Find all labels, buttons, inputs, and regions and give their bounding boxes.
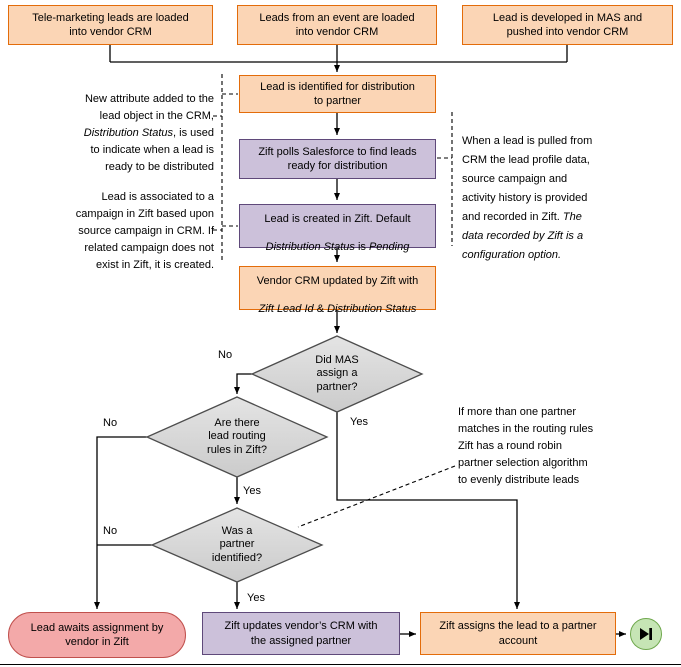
mas-no-label: No	[218, 349, 233, 361]
note-left1-part1: New attribute added to the lead object i…	[84, 93, 214, 122]
note-round-robin: If more than one partner matches in the …	[458, 406, 594, 486]
note-distribution-status: New attribute added to the lead object i…	[28, 74, 214, 176]
arrow-mas-yes-to-assign	[336, 412, 520, 609]
vendor-crm-updated-italic1: Zift Lead Id	[258, 303, 314, 316]
decision-routing-label: Are there lead routing rules in Zift?	[207, 416, 267, 456]
vendor-crm-updated-mid: &	[313, 303, 328, 316]
zift-polls-box: Zift polls Salesforce to find leads read…	[239, 139, 436, 179]
arrow-mas-no-to-routing	[234, 373, 252, 394]
note-right1-part1: When a lead is pulled from CRM the lead …	[462, 135, 593, 223]
decision-identified-diamond	[150, 507, 324, 583]
arrow-routing-no-to-await	[94, 436, 147, 609]
mas-yes-label: Yes	[350, 416, 368, 428]
note-campaign-association: Lead is associated to a campaign in Zift…	[75, 191, 214, 271]
decision-diamonds	[145, 335, 424, 583]
identify-lead-box: Lead is identified for distribution to p…	[239, 75, 436, 113]
decision-routing-diamond	[145, 396, 329, 478]
routing-yes-label: Yes	[243, 485, 261, 497]
note-lead-profile: When a lead is pulled from CRM the lead …	[462, 113, 654, 265]
vendor-crm-updated-line1: Vendor CRM updated by Zift with	[256, 274, 419, 287]
assign-partner-box: Zift assigns the lead to a partner accou…	[420, 612, 616, 655]
lead-created-line1: Lead is created in Zift. Default	[264, 212, 411, 225]
note-right1-italic: The data recorded by Zift is a configura…	[462, 211, 584, 261]
decision-mas-diamond	[250, 335, 424, 413]
solid-connectors	[94, 45, 626, 637]
identified-yes-label: Yes	[247, 592, 265, 604]
lead-created-mid: is	[354, 241, 369, 254]
note-left1-italic: Distribution Status	[83, 127, 174, 139]
note-left1-part2: , is used to indicate when a lead is rea…	[90, 127, 214, 173]
dashed-to-identified-diamond	[297, 465, 456, 528]
await-assignment-shape: Lead awaits assignment by vendor in Zift	[8, 612, 186, 658]
vendor-crm-updated-italic2: Distribution Status	[327, 303, 417, 316]
decision-identified-label: Was a partner identified?	[211, 524, 263, 564]
annotation-connectors	[213, 74, 456, 528]
lead-created-italic1: Distribution Status	[265, 241, 355, 254]
decision-mas-label: Did MAS assign a partner?	[315, 353, 359, 393]
lead-created-italic2: Pending	[368, 241, 410, 254]
identified-no-label: No	[103, 525, 118, 537]
vendor-crm-updated-text: Vendor CRM updated by Zift with Zift Lea…	[242, 260, 433, 316]
lead-created-text: Lead is created in Zift. Default Distrib…	[242, 198, 433, 254]
source-mas-box: Lead is developed in MAS and pushed into…	[462, 5, 673, 45]
vendor-crm-updated-box: Vendor CRM updated by Zift with Zift Lea…	[239, 266, 436, 315]
skip-end-icon	[640, 628, 652, 640]
end-terminator	[630, 618, 662, 650]
update-crm-box: Zift updates vendor’s CRM with the assig…	[202, 612, 400, 655]
source-event-box: Leads from an event are loaded into vend…	[237, 5, 437, 45]
source-telemarketing-box: Tele-marketing leads are loaded into ven…	[8, 5, 213, 45]
lead-created-box: Lead is created in Zift. Default Distrib…	[239, 204, 436, 253]
bottom-border	[0, 664, 681, 666]
routing-no-label: No	[103, 417, 118, 429]
